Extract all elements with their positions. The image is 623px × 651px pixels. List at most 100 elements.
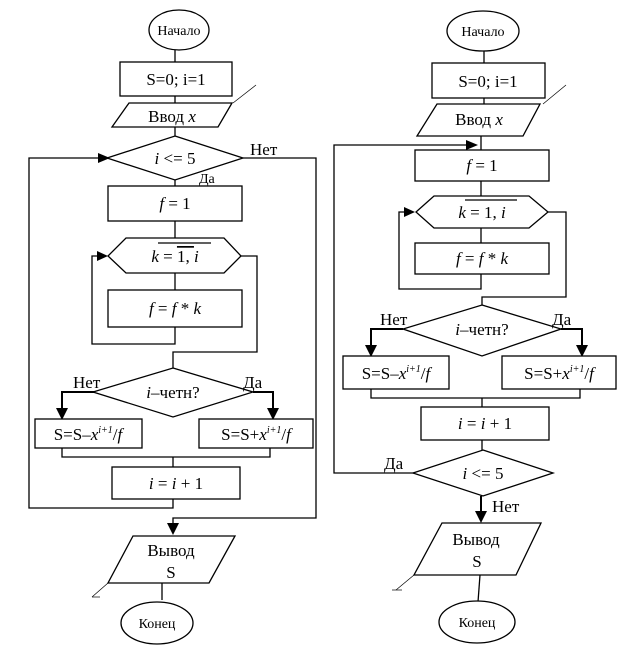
k-range: 1, (177, 247, 194, 266)
f-mul-label: f = f * k (456, 249, 509, 268)
tok: i (149, 474, 154, 493)
input-var: x (187, 107, 196, 126)
tok: S=S– (362, 364, 399, 383)
loop-k-label: k = 1, i (151, 247, 199, 266)
tok: / (584, 364, 589, 383)
f-init-label: f = 1 (466, 156, 497, 175)
until-no-label: Нет (492, 497, 520, 516)
k-range-var: i (194, 247, 199, 266)
incr-label: i = i + 1 (149, 474, 203, 493)
tok: f (172, 299, 179, 318)
output-block (106, 535, 237, 584)
f-mul-block (414, 242, 550, 275)
start-label: Начало (461, 25, 504, 40)
output-label-2: S (472, 552, 481, 571)
tok: k (501, 249, 509, 268)
annotation-line (91, 582, 109, 598)
tok: f (286, 425, 293, 444)
while-exit (172, 157, 317, 525)
input-prefix: Ввод (148, 107, 188, 126)
f-init-block (107, 185, 243, 222)
tok: i+1 (267, 425, 282, 436)
f-init-label: f = 1 (159, 194, 190, 213)
loop-k-label: k = 1, i (458, 203, 506, 222)
even-yes-label: Да (552, 310, 572, 329)
tok: / (281, 425, 286, 444)
f-init-block (414, 149, 550, 182)
end-terminal (438, 600, 516, 644)
cond-var: i (455, 320, 460, 339)
f-rest: = 1 (164, 194, 191, 213)
tok: f (149, 299, 156, 318)
tok: S=S– (54, 425, 91, 444)
input-label: Ввод x (455, 110, 503, 129)
tok: = (154, 474, 172, 493)
tok: x (561, 364, 570, 383)
add-block (501, 355, 617, 390)
arrowhead (576, 345, 588, 357)
cond-var: i (155, 149, 160, 168)
tok: i (458, 414, 463, 433)
cond-rest: <= 5 (159, 149, 195, 168)
flowchart-left: Начало S=0; i=1 Ввод x i <= 5 Нет Да f =… (28, 9, 317, 645)
branch-yes (253, 391, 274, 410)
k-range: 1, (484, 203, 501, 222)
tok: f (426, 364, 433, 383)
input-label: Ввод x (148, 107, 196, 126)
cond-var: i (463, 464, 468, 483)
even-condition (90, 367, 256, 418)
input-block (110, 102, 234, 128)
connector (477, 574, 481, 603)
tok: / (113, 425, 118, 444)
even-no-label: Нет (73, 373, 101, 392)
tok: + 1 (485, 414, 512, 433)
output-label-2: S (166, 563, 175, 582)
arrowhead (475, 511, 487, 523)
incr-block (111, 466, 241, 500)
tok: k (194, 299, 202, 318)
tok: S=S+ (221, 425, 259, 444)
k-var: k (151, 247, 159, 266)
tok: f (118, 425, 125, 444)
merge-line (61, 448, 271, 458)
tok: i+1 (406, 364, 421, 375)
tok: i+1 (98, 425, 113, 436)
start-terminal (446, 10, 520, 52)
tok: i+1 (570, 364, 585, 375)
init-label: S=0; i=1 (458, 72, 517, 91)
sub-block (34, 418, 143, 449)
until-yes-label: Да (384, 454, 404, 473)
end-label: Конец (459, 616, 496, 631)
arrowhead (365, 345, 377, 357)
end-terminal (120, 601, 194, 645)
f-mul-label: f = f * k (149, 299, 202, 318)
arrowhead (466, 140, 478, 150)
tok: i (172, 474, 177, 493)
add-label: S=S+xi+1/f (524, 364, 596, 383)
arrowhead (404, 207, 415, 217)
arrowhead (98, 153, 110, 163)
inner-loop-back (91, 255, 176, 345)
inner-loop-back (398, 211, 482, 290)
tok: i (481, 414, 486, 433)
inner-loop-exit (172, 255, 258, 368)
sub-label: S=S–xi+1/f (362, 364, 433, 383)
output-label-1: Вывод (452, 530, 500, 549)
input-var: x (494, 110, 503, 129)
k-eq: = (466, 203, 484, 222)
k-var: k (458, 203, 466, 222)
sub-label: S=S–xi+1/f (54, 425, 125, 444)
outer-loop-back (28, 157, 174, 509)
cond-rest: –четн? (150, 383, 200, 402)
add-block (198, 418, 314, 449)
sub-block (342, 355, 450, 390)
tok: + 1 (176, 474, 203, 493)
tok: = (154, 299, 172, 318)
incr-label: i = i + 1 (458, 414, 512, 433)
until-condition-label: i <= 5 (463, 464, 504, 483)
tok: * (177, 299, 194, 318)
f-var: f (466, 156, 473, 175)
end-label: Конец (139, 617, 176, 632)
tok: f (456, 249, 463, 268)
